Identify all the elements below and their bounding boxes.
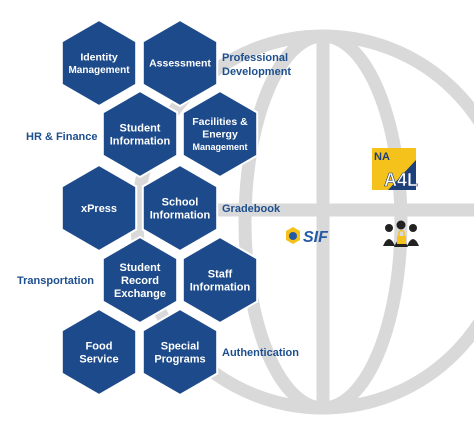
side-label-line: HR & Finance (26, 131, 98, 143)
hexagon-label-line: Exchange (114, 288, 166, 300)
hexagon-shape (141, 163, 219, 253)
hexagon-shape (181, 89, 259, 179)
hexagon-shape (60, 307, 138, 397)
hexagon-shape (101, 235, 179, 325)
hexagon-shape (101, 89, 179, 179)
hexagon-label-line: Identity (80, 51, 117, 63)
hexagon-label-line: xPress (81, 203, 117, 215)
a4l-logo: NA A4L (372, 148, 418, 190)
a4l-logo-top-text: NA (374, 151, 390, 163)
hexagon-label-line: Information (190, 281, 251, 293)
label-authentication: Authentication (222, 347, 299, 359)
hexagon-assessment: Assessment (141, 18, 219, 108)
a4l-logo-main-text: A4L (384, 170, 418, 190)
hexagon-shape (60, 163, 138, 253)
hexagon-label-line: Programs (154, 353, 205, 365)
hexagon-group: IdentityManagementAssessmentStudentInfor… (60, 18, 259, 397)
label-transportation: Transportation (17, 275, 94, 287)
hexagon-xpress: xPress (60, 163, 138, 253)
label-gradebook: Gradebook (222, 203, 281, 215)
community-lock-icon (383, 220, 419, 247)
hexagon-label-line: Student (120, 122, 161, 134)
hexagon-label-line: Management (68, 65, 130, 76)
hexagon-label-line: Energy (202, 129, 238, 141)
hexagon-label-line: Record (121, 275, 159, 287)
hexagon-label-line: Student (120, 262, 161, 274)
hexagon-label-line: Food (86, 340, 113, 352)
hexagon-label-line: Service (79, 353, 118, 365)
hexagon-label-line: Assessment (149, 58, 211, 70)
hexagon-label-line: School (162, 196, 199, 208)
sif-logo-text: SIF (303, 229, 329, 246)
hexagon-label-line: Information (150, 209, 211, 221)
hexagon-shape (141, 307, 219, 397)
side-label-line: Professional (222, 52, 288, 64)
hexagon-label-line: Special (161, 340, 200, 352)
hexagon-shape (141, 18, 219, 108)
side-label-line: Development (222, 66, 291, 78)
side-label-line: Transportation (17, 275, 94, 287)
side-label-line: Gradebook (222, 203, 281, 215)
hexagon-label-line: Management (192, 142, 247, 152)
hexagon-shape (60, 18, 138, 108)
hexagon-label-line: Facilities & (192, 116, 248, 128)
hexagon-label-line: Information (110, 135, 171, 147)
hexagon-shape (181, 235, 259, 325)
hexagon-label-line: Staff (208, 268, 233, 280)
label-hr-finance: HR & Finance (26, 131, 98, 143)
side-label-line: Authentication (222, 347, 299, 359)
sif-logo: SIF (286, 227, 329, 246)
